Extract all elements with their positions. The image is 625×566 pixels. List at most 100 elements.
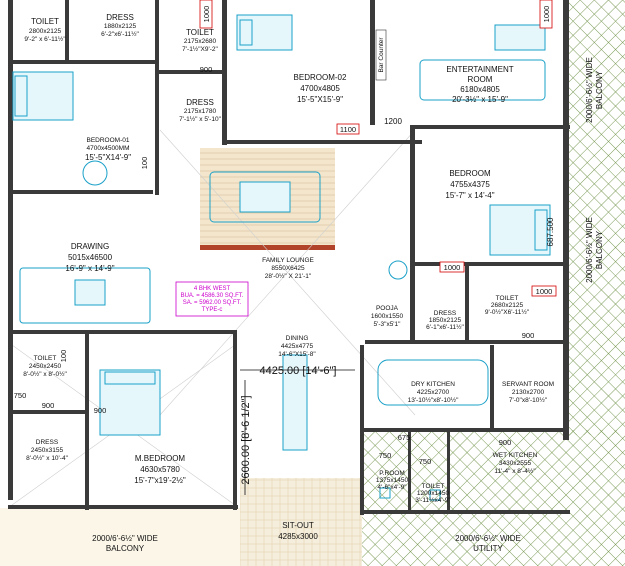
toilet-left-imperial: 8'-0½" x 8'-0½": [23, 370, 67, 378]
area-line-3: SA. = 5962.00 SQ.FT.: [183, 300, 242, 306]
door-1200: 1200: [384, 117, 402, 126]
family-lounge-size: 8550X6425: [271, 265, 305, 272]
walls: [8, 0, 570, 515]
bedroom-02-size: 4700x4805: [300, 84, 340, 93]
entertainment-imperial: 20'-3½" x 15'-9": [452, 95, 508, 104]
pooja-size: 1600x1550: [371, 313, 404, 320]
bedroom-name: BEDROOM: [449, 169, 491, 178]
drawing-size: 5015x46500: [68, 253, 113, 262]
dress-top-name: DRESS: [186, 98, 214, 107]
balcony-right-bottom-line1: 2000/6'-6½" WIDE: [585, 217, 594, 283]
bedroom-size: 4755x4375: [450, 180, 490, 189]
balcony-left-line1: 2000/6'-6½" WIDE: [92, 534, 158, 543]
dress-tl-name: DRESS: [106, 13, 134, 22]
right-dim: 687.500: [546, 217, 555, 246]
wet-kitchen-size: 3430x2555: [499, 460, 532, 467]
dining-size: 4425x4775: [281, 343, 314, 350]
toilet-small-name: TOILET: [422, 483, 445, 490]
dining-height-dim: 2600.00 [8'-6 1/2"]: [240, 395, 252, 484]
area-line-2: BUA. = 4586.30 SQ.FT.: [181, 293, 244, 299]
door-900-c: 900: [94, 406, 107, 415]
dining-width-dim: 4425.00 [14'-6"]: [260, 365, 337, 377]
door-100-b: 100: [59, 350, 68, 363]
family-lounge-imperial: 28'-0½" X 21'-1": [265, 272, 312, 280]
balcony-left-line2: BALCONY: [106, 544, 145, 553]
dress-top-size: 2175x1780: [184, 108, 217, 115]
family-lounge-name: FAMILY LOUNGE: [262, 257, 314, 264]
m-bedroom-imperial: 15'-7"x19'-2½": [134, 476, 186, 485]
bedroom-01-size: 4700x4500MM: [87, 145, 130, 152]
bedroom-imperial: 15'-7" x 14'-4": [445, 191, 494, 200]
dress-left-name: DRESS: [36, 439, 59, 446]
servant-room-imperial: 7'-0"x8'-10½": [509, 396, 548, 404]
dress-left-size: 2450x3155: [31, 447, 64, 454]
utility-line2: UTILITY: [473, 544, 503, 553]
balcony-right-top-line1: 2000/6'-6½" WIDE: [585, 57, 594, 123]
toilet-right-name: TOILET: [496, 295, 519, 302]
dress-top-imperial: 7'-1½" x 5'-10": [179, 115, 221, 123]
door-1000-d: 1000: [536, 287, 553, 296]
entertainment-name2: ROOM: [468, 75, 493, 84]
door-675: 675: [398, 433, 411, 442]
m-bedroom-size: 4630x5780: [140, 465, 180, 474]
door-100-a: 100: [140, 157, 149, 170]
door-750-a: 750: [14, 391, 27, 400]
toilet-top-name: TOILET: [186, 28, 214, 37]
area-line-1: 4 BHK WEST: [194, 286, 231, 292]
p-room-imperial: 4'-6"x4'-9": [377, 484, 407, 491]
entertainment-size: 6180x4805: [460, 85, 500, 94]
dress-mid-imperial: 6'-1"x6'-11½": [426, 323, 464, 331]
balcony-right-bottom-line2: BALCONY: [595, 230, 604, 269]
sit-out-size: 4285x3000: [278, 532, 318, 541]
bar-counter-label: Bar Counter: [378, 37, 385, 73]
toilet-top-imperial: 7'-1½"X9'-2": [182, 45, 218, 53]
door-1000-b: 1000: [542, 6, 551, 23]
dining-name: DINING: [286, 335, 309, 342]
wet-kitchen-imperial: 11'-4" x 8'-4½": [494, 467, 536, 475]
toilet-small-size: 1200x1450: [417, 490, 450, 497]
toilet-top-size: 2175x2680: [184, 38, 217, 45]
toilet-tl-imperial: 9'-2" x 6'-11½": [24, 35, 66, 43]
bedroom-01-imperial: 15'-5"X14'-9": [85, 153, 131, 162]
door-900-a: 900: [200, 65, 213, 74]
toilet-left-name: TOILET: [34, 355, 57, 362]
door-900-b: 900: [42, 401, 55, 410]
dress-mid-name: DRESS: [434, 310, 457, 317]
dimensions: 4425.00 [14'-6"] 2600.00 [8'-6 1/2"] 687…: [240, 217, 555, 495]
sit-out-name: SIT-OUT: [282, 521, 314, 530]
dress-tl-imperial: 6'-2"x6'-11½": [101, 30, 139, 38]
toilet-left-size: 2450x2450: [29, 363, 62, 370]
pooja-name: POOJA: [376, 305, 399, 312]
servant-room-name: SERVANT ROOM: [502, 381, 554, 388]
room-labels: TOILET 2800x2125 9'-2" x 6'-11½" DRESS 1…: [23, 13, 604, 553]
door-tags: 1000 1000 1000 1000 1100 1200 900 900 90…: [14, 0, 557, 466]
wet-kitchen-name: WET KITCHEN: [493, 452, 538, 459]
toilet-right-imperial: 9'-0½"X6'-11½": [485, 308, 530, 316]
drawing-imperial: 16'-9" x 14'-9": [65, 264, 114, 273]
toilet-right-size: 2680x2125: [491, 302, 524, 309]
area-info-box: 4 BHK WEST BUA. = 4586.30 SQ.FT. SA. = 5…: [175, 281, 249, 317]
drawing-name: DRAWING: [71, 242, 109, 251]
door-900-d: 900: [522, 331, 535, 340]
bedroom-02-imperial: 15'-5"X15'-9": [297, 95, 343, 104]
entertainment-name: ENTERTAINMENT: [446, 65, 513, 74]
door-1000-a: 1000: [202, 6, 211, 23]
door-1100: 1100: [340, 125, 356, 134]
dry-kitchen-size: 4225x2700: [417, 389, 450, 396]
lounge-rug-border: [200, 245, 335, 250]
furniture: [12, 14, 551, 501]
dress-left-imperial: 8'-0½" x 10'-4": [26, 454, 68, 462]
dress-tl-size: 1880x2125: [104, 23, 137, 30]
servant-room-size: 2130x2700: [512, 389, 545, 396]
dry-kitchen-imperial: 13'-10½"x8'-10½": [408, 396, 460, 404]
pooja-imperial: 5'-3"x5'1": [374, 321, 402, 328]
m-bedroom-name: M.BEDROOM: [135, 454, 186, 463]
toilet-tl-size: 2800x2125: [29, 28, 62, 35]
balcony-left-floor: [0, 508, 240, 566]
toilet-small-imperial: 3'-11½x4'-9": [415, 496, 451, 504]
door-750-c: 750: [419, 457, 432, 466]
dress-mid-size: 1850x2125: [429, 317, 462, 324]
utility-line1: 2000/6'-6½" WIDE: [455, 534, 521, 543]
door-1000-c: 1000: [444, 263, 461, 272]
